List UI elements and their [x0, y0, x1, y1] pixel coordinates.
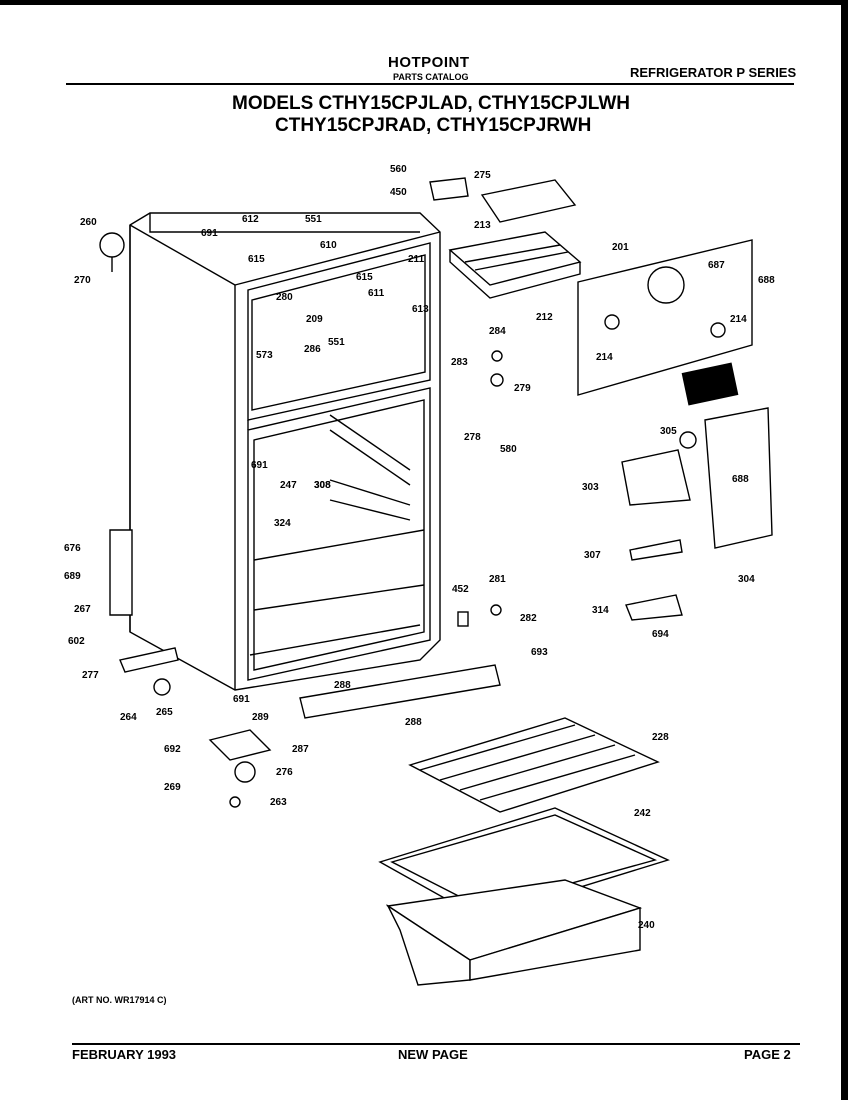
models-title-line2: CTHY15CPJRAD, CTHY15CPJRWH [275, 115, 592, 136]
part-label-242: 242 [634, 808, 651, 819]
part-label-247: 247 [280, 480, 297, 491]
part-label-209: 209 [306, 314, 323, 325]
part-label-573: 573 [256, 350, 273, 361]
part-label-611: 611 [368, 288, 385, 299]
part-label-324: 324 [274, 518, 291, 529]
art-number: (ART NO. WR17914 C) [72, 995, 167, 1005]
part-label-213: 213 [474, 220, 491, 231]
part-label-278: 278 [464, 432, 481, 443]
part-label-267: 267 [74, 604, 91, 615]
models-title-line1: MODELS CTHY15CPJLAD, CTHY15CPJLWH [232, 93, 631, 114]
part-label-580: 580 [500, 444, 517, 455]
part-label-691: 691 [201, 228, 218, 239]
part-label-450: 450 [390, 187, 407, 198]
freezer-components [99, 177, 753, 406]
part-label-277: 277 [82, 670, 99, 681]
part-label-615: 615 [248, 254, 265, 265]
part-label-689: 689 [64, 571, 81, 582]
part-label-688: 688 [758, 275, 775, 286]
shelf-228 [408, 717, 660, 813]
part-label-265: 265 [156, 707, 173, 718]
part-label-264: 264 [120, 712, 137, 723]
footer-page: PAGE 2 [744, 1047, 791, 1062]
part-label-263: 263 [270, 797, 287, 808]
part-label-602: 602 [68, 636, 85, 647]
part-label-214: 214 [596, 352, 613, 363]
footer-rule [72, 1043, 800, 1045]
part-label-308: 308 [314, 480, 331, 491]
footer-center: NEW PAGE [398, 1047, 468, 1062]
part-label-286: 286 [304, 344, 321, 355]
crisper-pan-240 [386, 879, 643, 986]
part-label-691: 691 [251, 460, 268, 471]
part-label-688: 688 [732, 474, 749, 485]
part-label-615: 615 [356, 272, 373, 283]
series-title: REFRIGERATOR P SERIES [630, 65, 797, 80]
part-label-303: 303 [582, 482, 599, 493]
part-label-307: 307 [584, 550, 601, 561]
part-label-687: 687 [708, 260, 725, 271]
page-border-top [0, 0, 848, 5]
part-label-280: 280 [276, 292, 293, 303]
part-label-275: 275 [474, 170, 491, 181]
part-label-282: 282 [520, 613, 537, 624]
part-label-270: 270 [74, 275, 91, 286]
part-label-314: 314 [592, 605, 609, 616]
small-parts [109, 350, 504, 808]
part-label-214: 214 [730, 314, 747, 325]
part-label-676: 676 [64, 543, 81, 554]
part-label-693: 693 [531, 647, 548, 658]
part-label-240: 240 [638, 920, 655, 931]
part-label-694: 694 [652, 629, 669, 640]
brand-name: HOTPOINT [388, 54, 470, 71]
refrigerator-cabinet [129, 212, 441, 691]
part-label-287: 287 [292, 744, 309, 755]
page-border-right [841, 0, 848, 1100]
part-label-691: 691 [233, 694, 250, 705]
part-label-281: 281 [489, 574, 506, 585]
part-label-260: 260 [80, 217, 97, 228]
part-label-288: 288 [405, 717, 422, 728]
part-number-labels: 560 275 450 213 260 270 612 691 551 615 610 211 615 6… [64, 164, 775, 931]
part-label-305: 305 [660, 426, 677, 437]
part-label-289: 289 [252, 712, 269, 723]
part-label-283: 283 [451, 357, 468, 368]
part-label-613: 613 [412, 304, 429, 315]
brand-subtitle: PARTS CATALOG [393, 72, 469, 82]
part-label-228: 228 [652, 732, 669, 743]
part-label-288: 288 [334, 680, 351, 691]
part-label-692: 692 [164, 744, 181, 755]
part-label-610: 610 [320, 240, 337, 251]
part-label-284: 284 [489, 326, 506, 337]
part-label-276: 276 [276, 767, 293, 778]
part-label-308: 308 [314, 480, 331, 491]
part-label-551: 551 [328, 337, 345, 348]
part-label-452: 452 [452, 584, 469, 595]
part-label-560: 560 [390, 164, 407, 175]
part-label-212: 212 [536, 312, 553, 323]
part-label-211: 211 [408, 254, 425, 265]
header-rule [66, 83, 794, 85]
part-label-269: 269 [164, 782, 181, 793]
part-label-304: 304 [738, 574, 755, 585]
part-label-612: 612 [242, 214, 259, 225]
part-label-279: 279 [514, 383, 531, 394]
footer-date: FEBRUARY 1993 [72, 1047, 177, 1062]
part-label-551: 551 [305, 214, 322, 225]
control-housing [621, 407, 773, 621]
part-label-201: 201 [612, 242, 629, 253]
